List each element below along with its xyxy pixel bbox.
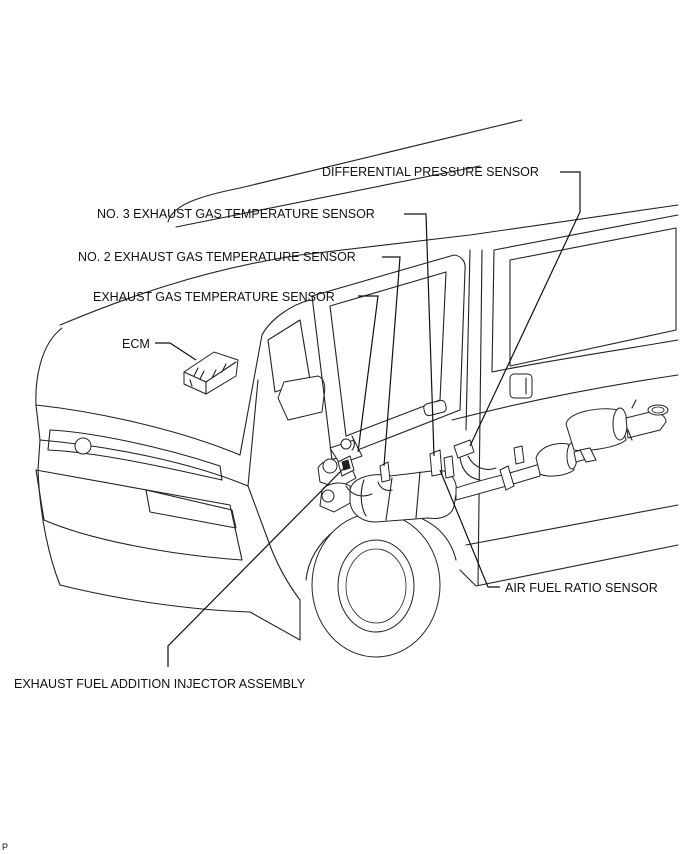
label-no3-exhaust-gas-temperature-sensor: NO. 3 EXHAUST GAS TEMPERATURE SENSOR: [97, 207, 375, 221]
label-no2-exhaust-gas-temperature-sensor: NO. 2 EXHAUST GAS TEMPERATURE SENSOR: [78, 250, 356, 264]
corner-mark: P: [2, 842, 8, 852]
exhaust-system: [317, 399, 669, 523]
vehicle-body: [35, 119, 679, 641]
leader-lines: [155, 171, 581, 667]
label-ecm: ECM: [122, 337, 150, 351]
label-air-fuel-ratio-sensor: AIR FUEL RATIO SENSOR: [505, 581, 658, 595]
label-differential-pressure-sensor: DIFFERENTIAL PRESSURE SENSOR: [322, 165, 539, 179]
emblem-icon: [74, 437, 92, 455]
callout-labels: DIFFERENTIAL PRESSURE SENSOR NO. 3 EXHAU…: [2, 165, 658, 852]
label-exhaust-fuel-addition-injector-assembly: EXHAUST FUEL ADDITION INJECTOR ASSEMBLY: [14, 677, 306, 691]
front-wheel: [305, 511, 457, 658]
label-exhaust-gas-temperature-sensor: EXHAUST GAS TEMPERATURE SENSOR: [93, 290, 335, 304]
ecm-unit: [183, 351, 239, 395]
